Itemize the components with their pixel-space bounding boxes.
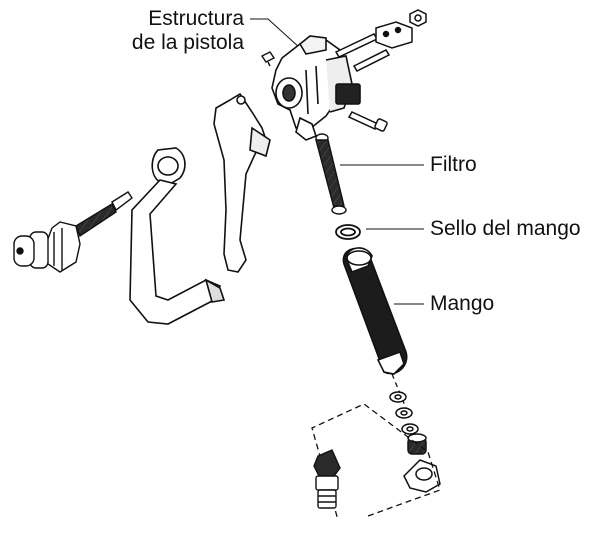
- assembly-centerline: [391, 373, 407, 409]
- needle-assembly: [13, 191, 133, 273]
- handle-seal: [335, 224, 361, 240]
- label-handle: Mango: [430, 292, 495, 315]
- hand-guard: [129, 147, 226, 325]
- leader-gun-body: [250, 18, 301, 49]
- swivel-fitting: [407, 433, 427, 455]
- label-filter: Filtro: [430, 153, 477, 176]
- handle: [342, 247, 408, 375]
- label-gun-body-line2: de la pistola: [131, 31, 244, 54]
- trigger: [213, 92, 271, 273]
- hex-nut: [409, 9, 427, 27]
- pin-block: [375, 21, 413, 49]
- lower-washers: [389, 391, 419, 435]
- guard-bolt: [347, 111, 388, 132]
- gun-body: [271, 35, 361, 141]
- quick-fitting: [313, 449, 341, 509]
- kit-outline: [311, 403, 441, 521]
- label-gun-body-line1: Estructura: [148, 7, 244, 30]
- label-handle-seal: Sello del mango: [430, 217, 581, 240]
- filter-clip: [403, 459, 441, 493]
- filter: [315, 133, 347, 215]
- small-screw: [260, 51, 276, 67]
- leader-lines: [250, 18, 424, 305]
